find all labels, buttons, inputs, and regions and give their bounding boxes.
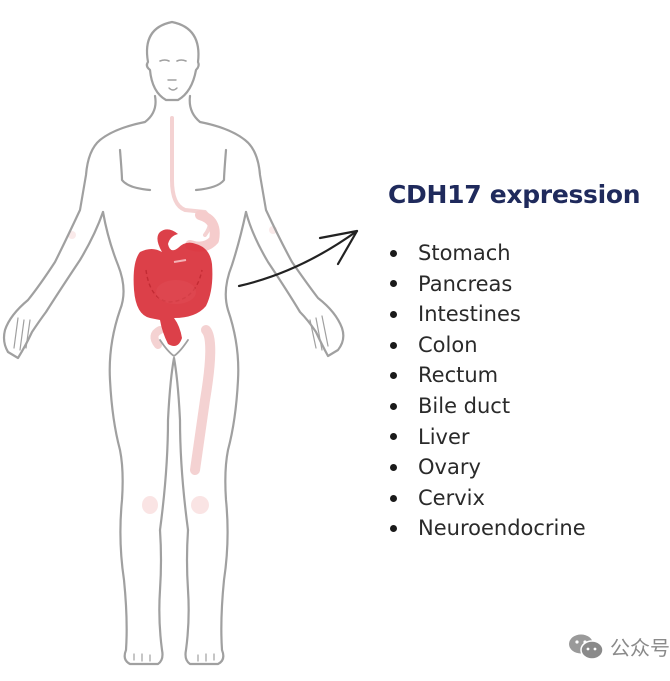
list-item: Rectum [388, 360, 586, 391]
organ-label: Stomach [418, 241, 511, 265]
organ-label: Colon [418, 332, 478, 357]
organ-list: Stomach Pancreas Intestines Colon Rectum… [388, 238, 586, 544]
list-item: Bile duct [388, 391, 586, 422]
list-item: Pancreas [388, 269, 586, 300]
organ-label: Rectum [418, 363, 499, 388]
bullet-icon [390, 310, 397, 318]
bullet-icon [390, 433, 397, 441]
bullet-icon [390, 494, 397, 502]
digestive-tract-highlight [133, 229, 213, 346]
legend-title: CDH17 expression [388, 180, 641, 209]
watermark: 公众号 [568, 632, 670, 661]
list-item: Liver [388, 422, 586, 453]
organ-label: Bile duct [418, 393, 511, 418]
list-item: Colon [388, 330, 586, 361]
watermark-text: 公众号 [610, 636, 670, 660]
organ-label: Intestines [418, 302, 521, 327]
list-item: Cervix [388, 483, 586, 514]
list-item: Ovary [388, 452, 586, 483]
wechat-icon [569, 634, 604, 660]
bullet-icon [390, 525, 397, 533]
list-item: Intestines [388, 299, 586, 330]
bullet-icon [390, 463, 397, 471]
bullet-icon [390, 372, 397, 380]
list-item: Neuroendocrine [388, 513, 586, 544]
bullet-icon [390, 249, 397, 257]
organ-label: Pancreas [418, 271, 513, 296]
list-item: Stomach [388, 238, 586, 269]
body-outline [2, 20, 345, 666]
pointer-arrow-icon [237, 229, 359, 288]
bullet-icon [390, 280, 397, 288]
organ-label: Ovary [418, 455, 481, 480]
organ-label: Neuroendocrine [418, 516, 586, 541]
bullet-icon [390, 402, 397, 410]
bullet-icon [390, 341, 397, 349]
organ-label: Cervix [418, 485, 485, 510]
organ-label: Liver [418, 424, 470, 449]
